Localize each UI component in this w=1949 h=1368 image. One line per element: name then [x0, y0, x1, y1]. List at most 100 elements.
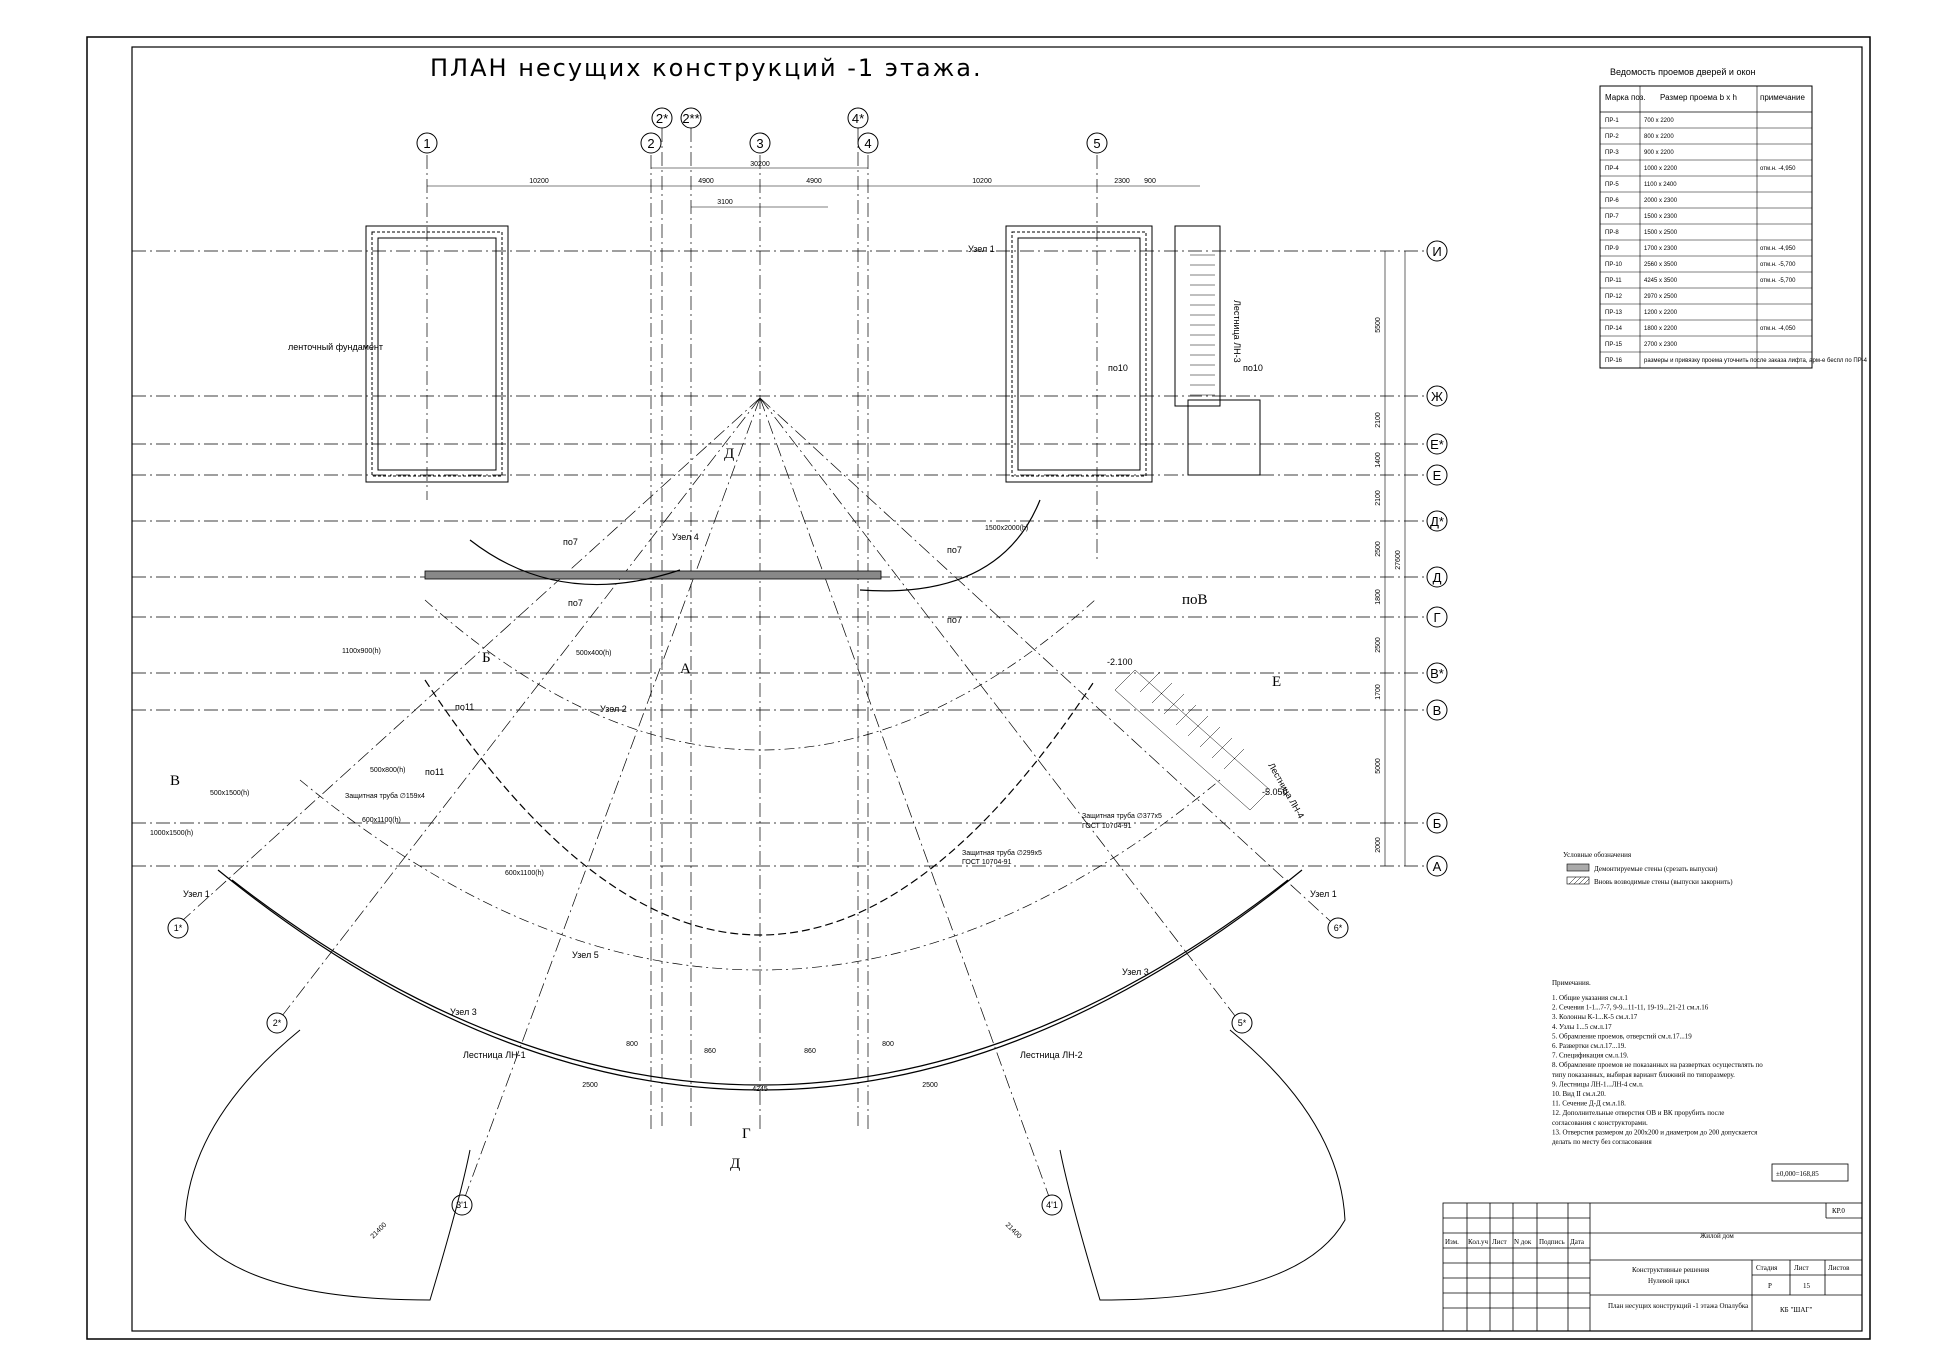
table-cell: 1800 x 2200 — [1644, 326, 1678, 332]
svg-text:900: 900 — [1144, 178, 1156, 185]
node4-label: Узел 4 — [672, 532, 699, 542]
svg-text:2**: 2** — [682, 111, 699, 126]
table-cell: отм.н. -4,950 — [1760, 166, 1796, 172]
pipe3-label: Защитная труба ∅299x5 — [962, 849, 1042, 857]
note-line: 5. Обрамление проемов, отверстий см.л.17… — [1552, 1032, 1692, 1040]
section-D-top-label: Д — [724, 446, 734, 462]
table-cell: 2000 x 2300 — [1644, 198, 1678, 204]
opening-2: 500x1500(h) — [210, 790, 249, 797]
svg-text:Е*: Е* — [1430, 437, 1444, 452]
stair3-steps — [1190, 254, 1215, 396]
note-line: 6. Развертки см.л.17...19. — [1552, 1042, 1626, 1050]
po10-right: по10 — [1243, 363, 1263, 373]
opening-3: 1100x900(h) — [342, 648, 381, 655]
vertical-axes — [426, 128, 1098, 1130]
plan-labels: поВ Е В Г Д Д А Б Лестница ЛН-1 Лестница… — [150, 244, 1337, 1172]
notes-block: Примечания. 1. Общие указания см.л.12. С… — [1552, 979, 1763, 1146]
svg-text:4245: 4245 — [752, 1086, 768, 1093]
svg-text:860: 860 — [804, 1048, 816, 1055]
lower-foundations — [184, 1029, 1346, 1301]
note-line: 9. Лестницы ЛН-1...ЛН-4 см.л. — [1552, 1080, 1644, 1088]
stamp-col-2: Лист — [1492, 1238, 1507, 1246]
right-axis-bubbles — [1426, 240, 1448, 877]
po11-label: по11 — [455, 702, 474, 712]
stamp-col-4: Подпись — [1539, 1238, 1565, 1246]
node1-top: Узел 1 — [968, 244, 995, 254]
svg-text:1: 1 — [423, 136, 430, 151]
po7-label: по7 — [563, 537, 578, 547]
svg-text:Е: Е — [1433, 468, 1442, 483]
legend-item-1: Демонтируемые стены (срезать выпуски) — [1594, 865, 1718, 873]
gost-1: ГОСТ 10704-91 — [1082, 823, 1132, 830]
table-cell: 2560 x 3500 — [1644, 262, 1678, 268]
svg-text:2: 2 — [647, 136, 654, 151]
stamp-sheet-title: План несущих конструкций -1 этажа Опалуб… — [1608, 1302, 1749, 1310]
svg-text:4900: 4900 — [806, 178, 822, 185]
table-cell: ПР-15 — [1605, 342, 1623, 348]
table-cell: отм.н. -4,950 — [1760, 246, 1796, 252]
level-mark: -5.050 — [1262, 787, 1288, 797]
svg-text:2*: 2* — [656, 111, 668, 126]
node3-left: Узел 3 — [450, 1007, 477, 1017]
po7-b: по7 — [947, 545, 962, 555]
table-cell: 4245 x 3500 — [1644, 278, 1678, 284]
svg-text:21400: 21400 — [1004, 1222, 1023, 1241]
level-mark-2: -2.100 — [1107, 657, 1133, 667]
svg-text:860: 860 — [704, 1048, 716, 1055]
right-dimension-text: 5500 2100 1400 2100 2500 1800 2500 1700 … — [1375, 317, 1402, 853]
table-cell: 800 x 2200 — [1644, 134, 1674, 140]
node3-right: Узел 3 — [1122, 967, 1149, 977]
left-block-walls — [365, 225, 509, 483]
legend: Условные обозначения Демонтируемые стены… — [1563, 851, 1733, 886]
stamp-project: Жилой дом — [1700, 1232, 1734, 1240]
svg-text:5500: 5500 — [1375, 317, 1382, 333]
section-D-label: Д — [730, 1156, 740, 1172]
top-dimension-lines — [427, 167, 1200, 208]
svg-text:3: 3 — [756, 136, 763, 151]
table-cell: ПР-11 — [1605, 278, 1622, 284]
radial-axis-bubbles — [167, 917, 1349, 1216]
section-B-label: В — [170, 773, 180, 789]
stamp-stage: Р — [1768, 1282, 1772, 1290]
table-cell: отм.н. -5,700 — [1760, 262, 1796, 268]
svg-text:2000: 2000 — [1375, 837, 1382, 853]
svg-text:2300: 2300 — [1114, 178, 1130, 185]
gost-2: ГОСТ 10704-91 — [962, 859, 1012, 866]
table-cell: ПР-5 — [1605, 182, 1619, 188]
table-cell: ПР-7 — [1605, 214, 1619, 220]
svg-text:И: И — [1432, 244, 1441, 259]
note-line: делать по месту без согласования — [1552, 1138, 1652, 1146]
node1-left: Узел 1 — [183, 889, 210, 899]
stamp-company: КБ "ШАГ" — [1780, 1306, 1812, 1314]
top-axis-labels: 1 2 2* 2** 3 4* 4 5 — [423, 111, 1100, 151]
svg-text:2100: 2100 — [1375, 490, 1382, 506]
svg-text:2500: 2500 — [1375, 541, 1382, 557]
note-line: 12. Дополнительные отверстия ОВ и ВК про… — [1552, 1109, 1724, 1117]
table-cell: ПР-12 — [1605, 294, 1623, 300]
opening-1: 1000x1500(h) — [150, 830, 193, 837]
table-cell: ПР-8 — [1605, 230, 1619, 236]
svg-text:2500: 2500 — [1375, 637, 1382, 653]
svg-text:27600: 27600 — [1395, 550, 1402, 570]
stair2-label: Лестница ЛН-2 — [1020, 1050, 1083, 1060]
elevation-mark: ±0,000=168,85 — [1776, 1170, 1819, 1178]
note-line: 3. Колонны К-1...К-5 см.л.17 — [1552, 1013, 1638, 1021]
table-cell: 2700 x 2300 — [1644, 342, 1678, 348]
svg-text:6*: 6* — [1334, 923, 1343, 933]
legend-item-2: Вновь возводимые стены (выпуски закорнит… — [1594, 878, 1733, 886]
stamp-sheets-h: Листов — [1828, 1264, 1850, 1272]
inner-border — [131, 46, 1863, 1332]
node2-label: Узел 2 — [600, 704, 627, 714]
svg-text:2500: 2500 — [922, 1082, 938, 1089]
radial-axis-labels: 1* 2* 3'1 4'1 5* 6* — [174, 923, 1343, 1210]
title-block — [1442, 1202, 1863, 1332]
svg-text:4900: 4900 — [698, 178, 714, 185]
stair3-label: Лестница ЛН-3 — [1232, 300, 1242, 363]
note-line: 2. Сечения 1-1...7-7, 9-9...11-11, 19-19… — [1552, 1004, 1709, 1012]
stamp-col-0: Изм. — [1445, 1238, 1459, 1246]
pipe2-label: Защитная труба ∅377x5 — [1082, 812, 1162, 820]
po7-c: по7 — [947, 615, 962, 625]
note-line: согласования с конструкторами. — [1552, 1119, 1648, 1127]
